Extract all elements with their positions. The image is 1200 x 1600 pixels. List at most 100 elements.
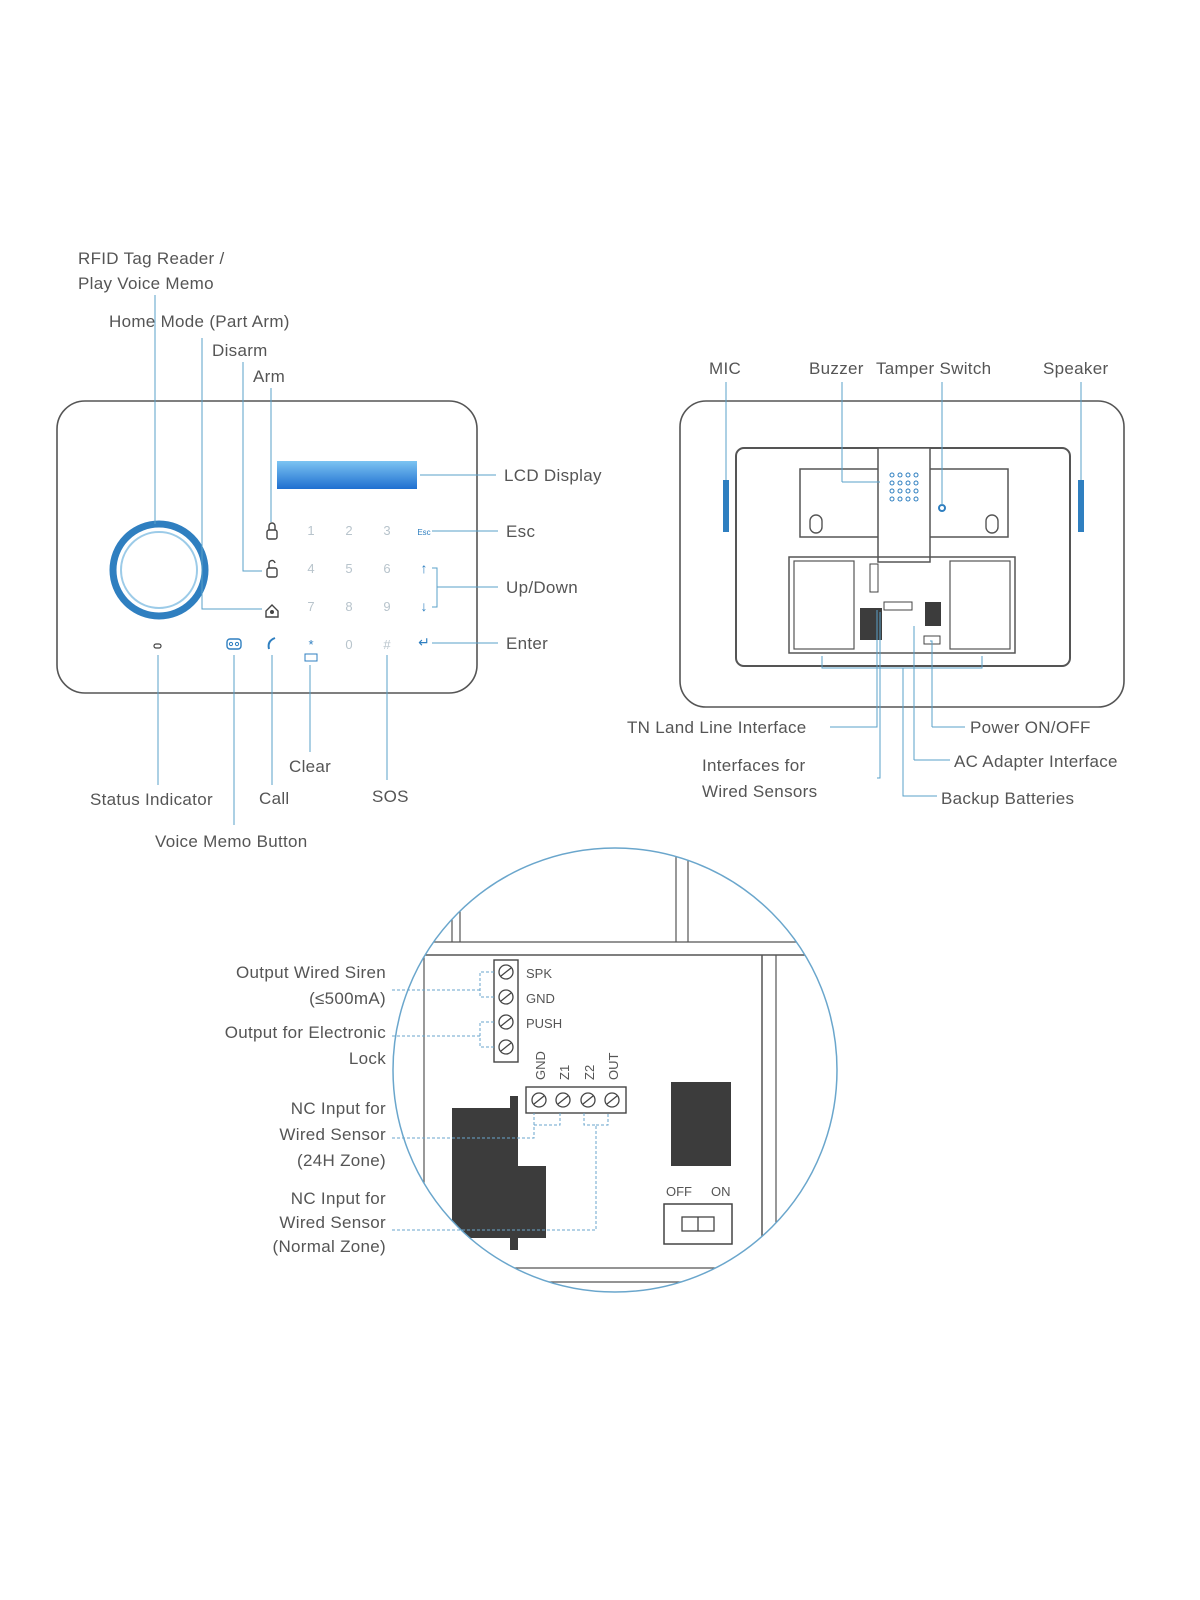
voice-memo-icon[interactable] — [226, 638, 242, 650]
status-indicator-label: Status Indicator — [90, 790, 213, 809]
tn-land-line-label: TN Land Line Interface — [627, 718, 807, 737]
key-9[interactable]: 9 — [383, 599, 390, 614]
key-0[interactable]: 0 — [345, 637, 352, 652]
battery-bay — [788, 556, 1016, 654]
key-2[interactable]: 2 — [345, 523, 352, 538]
rj-connector-block — [452, 1096, 546, 1250]
buzzer-holes — [889, 472, 919, 502]
key-7[interactable]: 7 — [307, 599, 314, 614]
backup-batteries-label: Backup Batteries — [941, 789, 1074, 808]
rfid-label-line2: Play Voice Memo — [78, 274, 214, 293]
enter-icon[interactable]: ↵ — [418, 634, 430, 650]
rj-block-small — [860, 608, 882, 640]
terminal-block-vertical — [493, 959, 519, 1063]
call-label: Call — [259, 789, 290, 808]
speaker-label: Speaker — [1043, 359, 1108, 378]
buzzer-housing — [877, 447, 931, 563]
front-panel: 1 2 3 4 5 6 7 8 9 * 0 # Esc ↑ ↓ ↵ — [56, 249, 602, 851]
key-8[interactable]: 8 — [345, 599, 352, 614]
key-hash[interactable]: # — [383, 637, 391, 652]
key-4[interactable]: 4 — [307, 561, 314, 576]
power-on-off-label: Power ON/OFF — [970, 718, 1091, 737]
battery-left — [793, 560, 855, 650]
call-icon[interactable] — [267, 637, 276, 650]
small-terminal-block — [869, 563, 879, 593]
terminal-block-horizontal — [525, 1086, 627, 1114]
down-arrow-icon[interactable]: ↓ — [421, 598, 428, 614]
switch-on-label: ON — [711, 1184, 731, 1199]
esc-key[interactable]: Esc — [417, 528, 430, 537]
ncn-label-line3: (Normal Zone) — [273, 1237, 386, 1256]
sos-label: SOS — [372, 787, 409, 806]
screw-h-z1 — [555, 1092, 571, 1108]
back-panel: MIC Buzzer Tamper Switch Speaker TN Land… — [627, 359, 1125, 808]
disarm-icon[interactable] — [266, 559, 278, 578]
siren-label-line2: (≤500mA) — [309, 989, 386, 1008]
front-panel-body — [56, 400, 478, 694]
speaker-grille — [1078, 480, 1084, 532]
power-switch[interactable] — [663, 1203, 733, 1245]
interfaces-label-line2: Wired Sensors — [702, 782, 817, 801]
terminal-spk-label: SPK — [526, 966, 552, 981]
terminal-h-out-label: OUT — [606, 1053, 621, 1081]
screw-h-out — [604, 1092, 620, 1108]
lcd-display — [277, 461, 417, 489]
esc-label: Esc — [506, 522, 535, 541]
ncn-label-line2: Wired Sensor — [279, 1213, 386, 1232]
buzzer-label: Buzzer — [809, 359, 864, 378]
enter-label: Enter — [506, 634, 548, 653]
ac-adapter-label: AC Adapter Interface — [954, 752, 1118, 771]
nc24-label-line3: (24H Zone) — [297, 1151, 386, 1170]
back-panel-body — [679, 400, 1125, 708]
screw-h-gnd — [531, 1092, 547, 1108]
dc-jack-small — [925, 602, 941, 626]
interfaces-label-line1: Interfaces for — [702, 756, 805, 775]
nc24-label-line1: NC Input for — [291, 1099, 386, 1118]
small-sensor-terminals — [883, 601, 913, 611]
screw-push — [498, 1014, 514, 1030]
home-mode-icon[interactable] — [265, 604, 279, 618]
lcd-display-label: LCD Display — [504, 466, 602, 485]
screw-spk — [498, 964, 514, 980]
mic-label: MIC — [709, 359, 741, 378]
key-1[interactable]: 1 — [307, 523, 314, 538]
home-mode-label: Home Mode (Part Arm) — [109, 312, 290, 331]
rfid-label-line1: RFID Tag Reader / — [78, 249, 225, 268]
lock-label-line2: Lock — [349, 1049, 386, 1068]
clear-label: Clear — [289, 757, 331, 776]
nc24-label-line2: Wired Sensor — [279, 1125, 386, 1144]
disarm-label: Disarm — [212, 341, 268, 360]
clear-key-marker — [304, 653, 318, 662]
siren-label-line1: Output Wired Siren — [236, 963, 386, 982]
switch-off-label: OFF — [666, 1184, 692, 1199]
voice-memo-button-label: Voice Memo Button — [155, 832, 308, 851]
keypad: 1 2 3 4 5 6 7 8 9 * 0 # — [304, 523, 391, 662]
arm-label: Arm — [253, 367, 285, 386]
rfid-reader-ring[interactable] — [109, 520, 209, 620]
terminal-h-z1-label: Z1 — [557, 1065, 572, 1080]
battery-right — [949, 560, 1011, 650]
keyhole-right-icon — [985, 514, 999, 534]
dc-jack-block — [671, 1082, 731, 1166]
up-arrow-icon[interactable]: ↑ — [421, 560, 428, 576]
screw-h-z2 — [580, 1092, 596, 1108]
key-5[interactable]: 5 — [345, 561, 352, 576]
key-6[interactable]: 6 — [383, 561, 390, 576]
terminal-gnd-label: GND — [526, 991, 555, 1006]
tamper-switch-label: Tamper Switch — [876, 359, 991, 378]
arm-icon[interactable] — [266, 522, 278, 540]
magnifier-ring — [392, 847, 838, 1293]
up-down-label: Up/Down — [506, 578, 578, 597]
keyhole-left-icon — [809, 514, 823, 534]
detail-magnifier: SPK GND PUSH GND Z1 Z2 OUT OFF ON Output… — [225, 847, 838, 1293]
screw-gnd — [498, 989, 514, 1005]
terminal-h-gnd-label: GND — [533, 1051, 548, 1080]
screw-lock — [498, 1039, 514, 1055]
key-star[interactable]: * — [308, 637, 313, 652]
ncn-label-line1: NC Input for — [291, 1189, 386, 1208]
mic-grille — [723, 480, 729, 532]
key-3[interactable]: 3 — [383, 523, 390, 538]
terminal-h-z2-label: Z2 — [582, 1065, 597, 1080]
tamper-switch — [938, 504, 946, 512]
